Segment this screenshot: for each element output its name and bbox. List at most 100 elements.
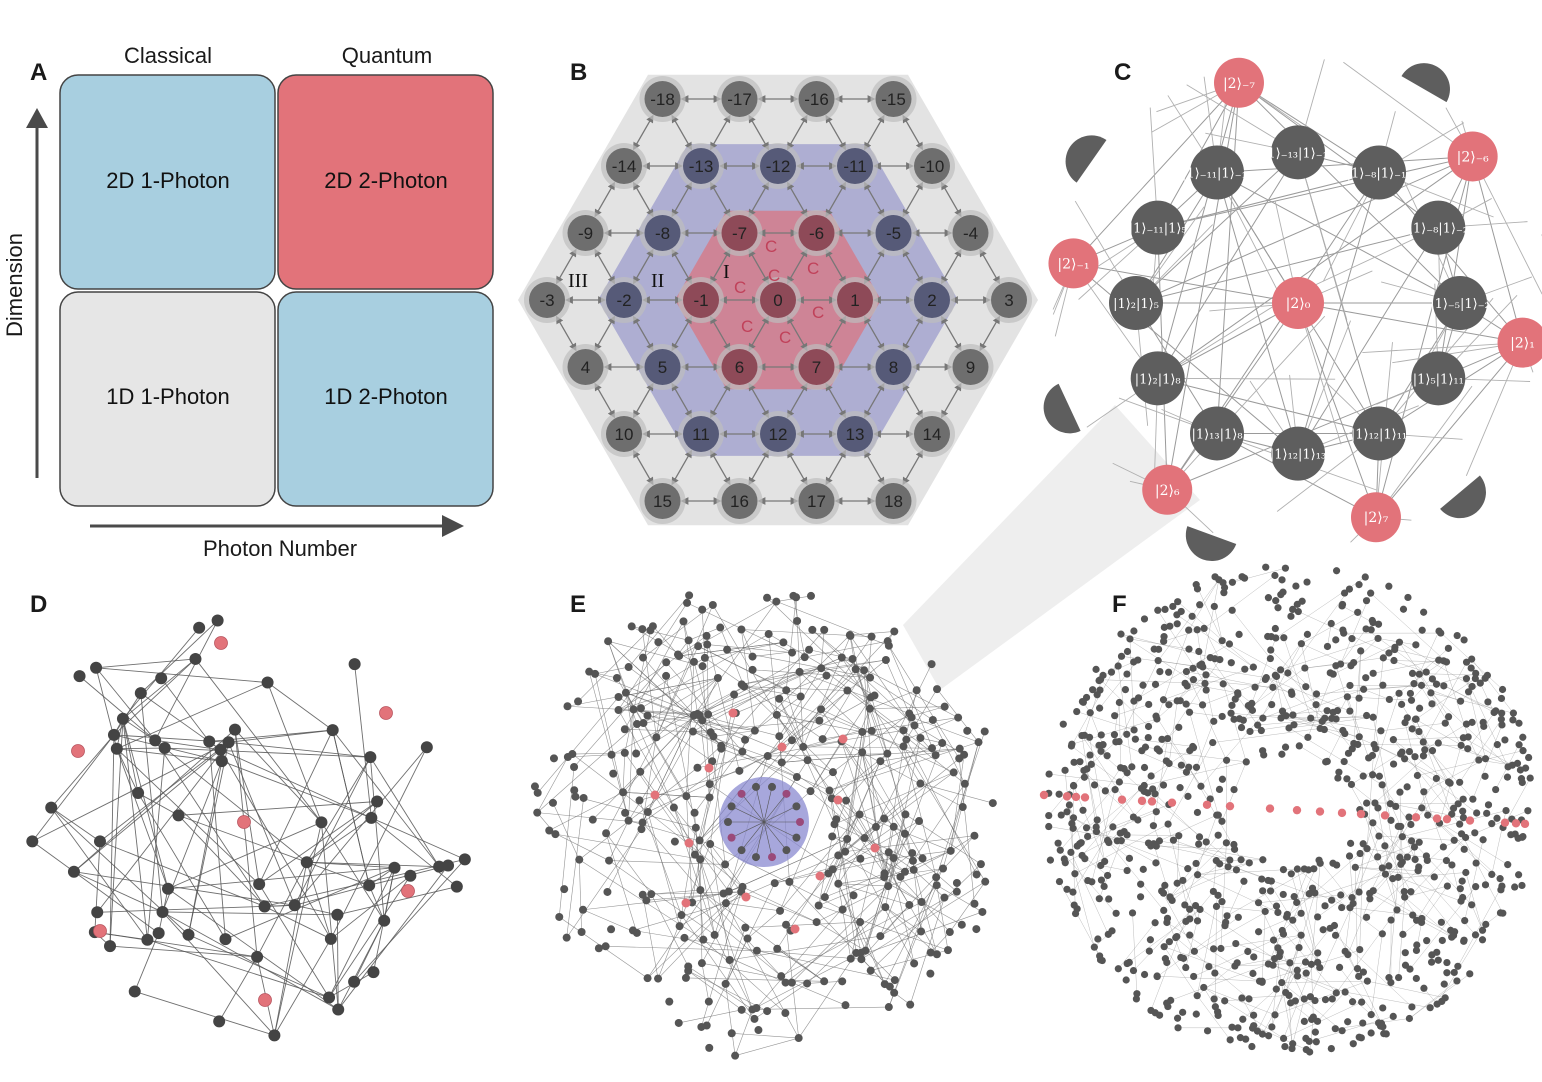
- network-node: [1518, 881, 1526, 890]
- network-edge: [699, 715, 780, 737]
- network-node: [1427, 689, 1435, 697]
- network-node: [1165, 668, 1173, 676]
- network-node: [1151, 919, 1159, 927]
- network-node: [856, 948, 865, 957]
- network-node: [1380, 1030, 1388, 1038]
- network-node: [1251, 683, 1259, 691]
- network-node: [1369, 771, 1377, 779]
- lattice-node: [721, 483, 758, 519]
- network-node: [1346, 681, 1354, 690]
- network-node: [1182, 917, 1190, 926]
- network-edge: [1150, 909, 1190, 1011]
- network-edge: [1188, 579, 1219, 631]
- network-node: [1314, 913, 1322, 921]
- network-node: [1219, 579, 1227, 587]
- network-node: [708, 600, 717, 609]
- network-node: [1483, 809, 1491, 817]
- network-node: [1403, 783, 1411, 791]
- network-edge: [1157, 579, 1219, 661]
- network-node: [1387, 978, 1395, 987]
- network-edge: [147, 939, 330, 998]
- network-node: [698, 605, 707, 614]
- network-edge: [861, 857, 894, 960]
- network-node: [830, 820, 839, 829]
- network-node: [1059, 720, 1067, 728]
- network-node: [724, 887, 733, 896]
- network-node: [1355, 581, 1363, 589]
- panel-e: E: [530, 591, 997, 1060]
- network-edge: [912, 783, 966, 861]
- network-node: [1401, 893, 1409, 901]
- lattice-coupling-arrow: [633, 449, 654, 486]
- network-node: [371, 795, 384, 808]
- network-node: [1514, 834, 1522, 842]
- network-edge: [116, 748, 139, 794]
- network-node: [1179, 876, 1187, 885]
- network-edge: [1272, 964, 1337, 994]
- network-node: [1415, 704, 1424, 712]
- network-node: [1080, 773, 1089, 781]
- network-edge: [1202, 579, 1220, 668]
- network-node: [750, 726, 759, 735]
- lattice-node-label: 4: [581, 358, 590, 377]
- network-edge: [1048, 826, 1149, 844]
- network-node: [1428, 747, 1437, 755]
- network-node: [332, 1003, 345, 1016]
- network-edge: [781, 901, 922, 977]
- network-node: [800, 653, 809, 662]
- network-node: [1107, 668, 1116, 676]
- network-node-highlight: [379, 706, 393, 720]
- network-node: [1341, 988, 1349, 996]
- network-node: [1193, 917, 1202, 925]
- network-node: [731, 1051, 740, 1060]
- network-edge: [781, 636, 872, 763]
- network-edge: [1073, 817, 1108, 841]
- network-node: [116, 712, 129, 725]
- lattice-coupling-arrow: [710, 449, 731, 486]
- network-node: [1395, 638, 1404, 646]
- state-edge: [1297, 227, 1439, 454]
- network-node: [45, 801, 58, 814]
- network-node: [1202, 838, 1210, 846]
- network-node: [899, 726, 908, 735]
- doubly-occupied-state-node: [1048, 238, 1099, 289]
- network-node: [1307, 960, 1315, 968]
- network-edge: [1183, 905, 1277, 959]
- network-edge: [1216, 906, 1266, 912]
- network-node: [1462, 675, 1471, 683]
- network-edge: [1355, 867, 1435, 878]
- network-node: [1331, 1025, 1339, 1033]
- network-node: [1182, 667, 1191, 676]
- network-node: [775, 732, 784, 741]
- lattice-node: [760, 416, 796, 452]
- network-node: [1302, 683, 1310, 691]
- network-node: [1111, 712, 1119, 720]
- network-node: [812, 918, 821, 927]
- network-edge: [1351, 751, 1403, 785]
- network-node: [1423, 937, 1431, 945]
- network-node: [900, 829, 909, 838]
- network-edge: [1117, 666, 1133, 767]
- network-node: [1114, 965, 1122, 973]
- network-node: [938, 739, 947, 748]
- network-node: [1437, 918, 1446, 926]
- lattice-node-label: -2: [616, 291, 631, 310]
- network-edge: [679, 891, 742, 927]
- network-node: [916, 779, 925, 788]
- network-node: [917, 897, 926, 906]
- network-node: [1509, 709, 1517, 717]
- network-edge: [1411, 661, 1447, 701]
- network-node: [1210, 602, 1218, 611]
- network-node-highlight: [1292, 805, 1302, 815]
- network-node: [1397, 750, 1405, 758]
- network-edge: [691, 902, 782, 977]
- network-node: [1479, 718, 1487, 726]
- network-node: [1149, 822, 1158, 830]
- network-edge: [1355, 867, 1358, 969]
- network-node: [1443, 969, 1451, 977]
- two-mode-state-label: |1⟩₋₈|1⟩₋₂: [1408, 222, 1468, 237]
- network-node: [1422, 668, 1430, 676]
- network-node: [1234, 1024, 1242, 1032]
- network-edge: [267, 682, 333, 731]
